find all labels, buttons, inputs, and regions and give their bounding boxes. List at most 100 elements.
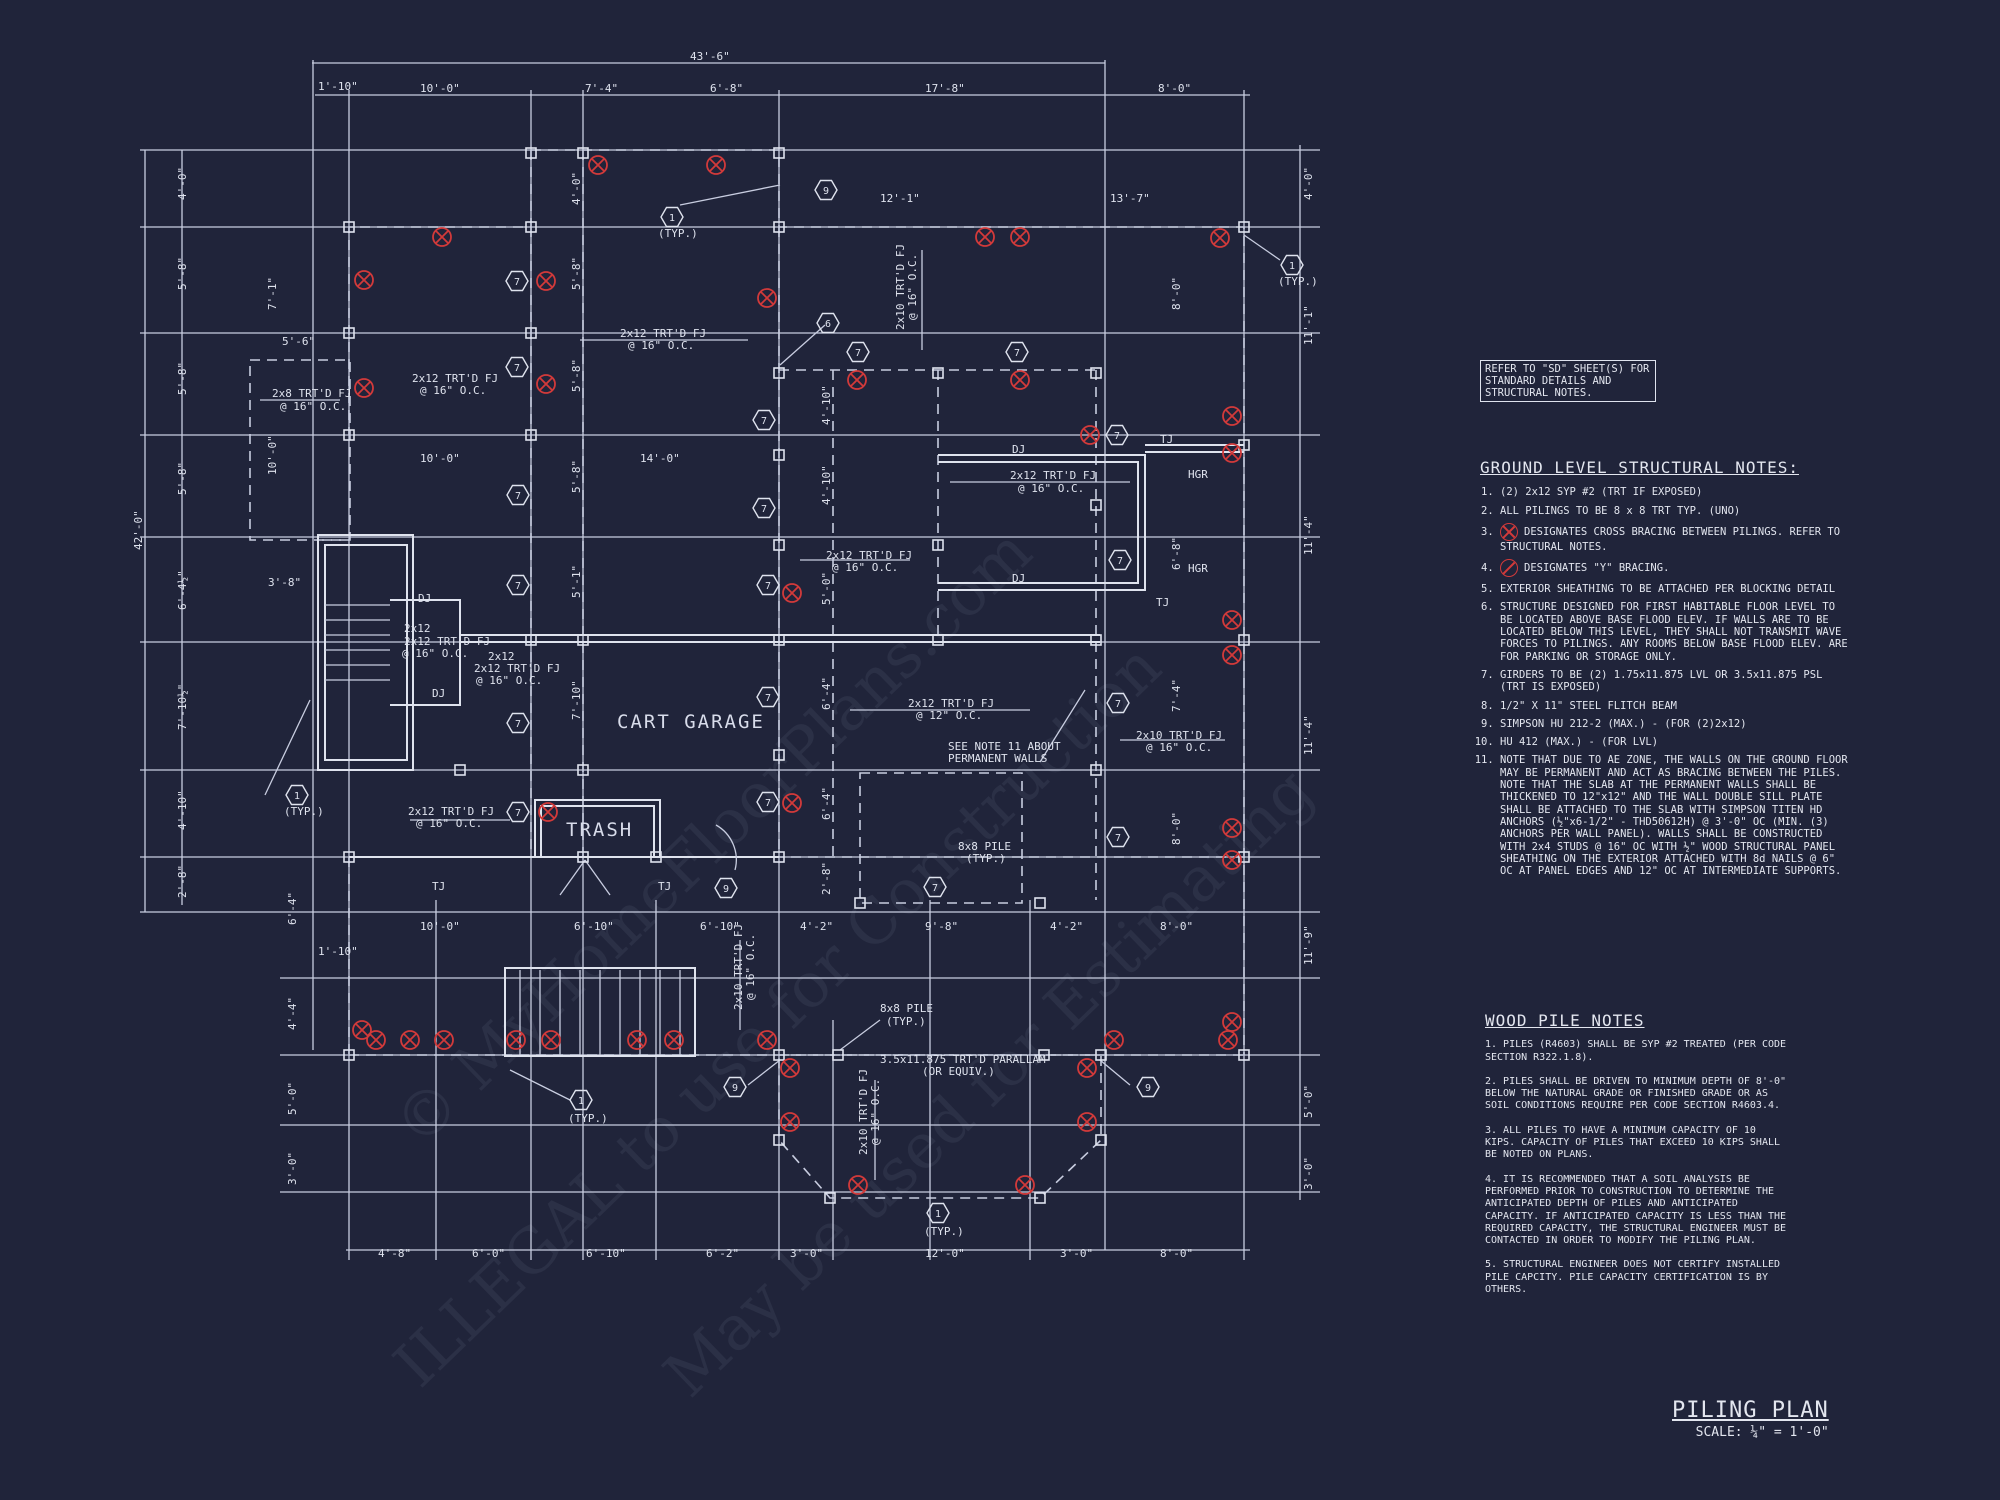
dim-bottom: 8'-0" bbox=[1160, 1247, 1193, 1260]
dim-interior: 8'-0" bbox=[1170, 812, 1183, 845]
pile-marker bbox=[932, 367, 944, 379]
pile-marker bbox=[343, 327, 355, 339]
svg-text:7: 7 bbox=[515, 719, 521, 730]
dim-right: 11'-1" bbox=[1302, 305, 1315, 345]
dim-interior: 6'-4" bbox=[820, 787, 833, 820]
detail-tag-hexagon: 7 bbox=[1106, 692, 1130, 714]
dim-left: 5'-8" bbox=[176, 362, 189, 395]
joist-label: 2x10 TRT'D FJ bbox=[894, 244, 907, 330]
pile-marker bbox=[525, 221, 537, 233]
dim-interior: 13'-7" bbox=[1110, 192, 1150, 205]
dim-top: 6'-8" bbox=[710, 82, 743, 95]
joist-spacing: @ 16" O.C. bbox=[420, 384, 486, 397]
dim-right: 11'-9" bbox=[1302, 925, 1315, 965]
dim-interior: 10'-0" bbox=[266, 435, 279, 475]
svg-text:7: 7 bbox=[765, 581, 771, 592]
dim-left: 2'-8" bbox=[176, 865, 189, 898]
pile-marker bbox=[773, 221, 785, 233]
joist-spacing: @ 16" O.C. bbox=[280, 400, 346, 413]
wood-pile-notes: WOOD PILE NOTES 1. PILES (R4603) SHALL B… bbox=[1485, 1012, 1790, 1308]
pile-marker bbox=[1034, 897, 1046, 909]
svg-text:1: 1 bbox=[578, 1096, 584, 1107]
pile-marker bbox=[932, 634, 944, 646]
typ-label: (TYP.) bbox=[284, 805, 324, 818]
dim-interior: 8'-0" bbox=[1170, 277, 1183, 310]
detail-tag-hexagon: 9 bbox=[714, 877, 738, 899]
dim-interior: 7'-1" bbox=[266, 277, 279, 310]
pile-marker bbox=[525, 429, 537, 441]
structural-note: 1/2" X 11" STEEL FLITCH BEAM bbox=[1500, 700, 1850, 712]
joist-label: 2x12 TRT'D FJ bbox=[1010, 469, 1096, 482]
detail-tag-hexagon: 7 bbox=[506, 712, 530, 734]
pile-note: 1. PILES (R4603) SHALL BE SYP #2 TREATED… bbox=[1485, 1039, 1787, 1063]
detail-tag-hexagon: 7 bbox=[923, 876, 947, 898]
svg-text:7: 7 bbox=[1014, 348, 1020, 359]
joist-label: 2x8 TRT'D FJ bbox=[272, 387, 351, 400]
dim-right: 4'-0" bbox=[1302, 167, 1315, 200]
detail-tag-hexagon: 1 bbox=[569, 1089, 593, 1111]
pile-marker bbox=[773, 1049, 785, 1061]
dim-left: 5'-8" bbox=[176, 462, 189, 495]
pile-marker bbox=[343, 851, 355, 863]
svg-text:9: 9 bbox=[732, 1083, 738, 1094]
dim-interior: 5'-8" bbox=[570, 460, 583, 493]
detail-tag-hexagon: 1 bbox=[285, 784, 309, 806]
pile-note: 5. STRUCTURAL ENGINEER DOES NOT CERTIFY … bbox=[1485, 1259, 1781, 1296]
cross-bracing-icon bbox=[1222, 443, 1242, 463]
detail-tag-hexagon: 7 bbox=[752, 409, 776, 431]
dim-interior: 4'-0" bbox=[570, 172, 583, 205]
svg-text:1: 1 bbox=[669, 213, 675, 224]
pile-marker bbox=[1090, 764, 1102, 776]
svg-text:7: 7 bbox=[514, 277, 520, 288]
cross-bracing-icon bbox=[1210, 228, 1230, 248]
joist-spacing: @ 16" O.C. bbox=[832, 561, 898, 574]
dim-interior: 4'-10" bbox=[820, 385, 833, 425]
dim-interior: 7'-4" bbox=[1170, 679, 1183, 712]
cross-bracing-icon bbox=[541, 1030, 561, 1050]
dim-right: 3'-0" bbox=[1302, 1157, 1315, 1190]
note-reference: PERMANENT WALLS bbox=[948, 752, 1047, 765]
cross-bracing-icon bbox=[1222, 406, 1242, 426]
joist-spacing: @ 16" O.C. bbox=[869, 1079, 882, 1145]
dim-interior: 10'-0" bbox=[420, 452, 460, 465]
cross-bracing-marks bbox=[352, 155, 1242, 1195]
pile-marker bbox=[773, 367, 785, 379]
joist-label: 2x12 TRT'D FJ bbox=[412, 372, 498, 385]
joist-label: 2x12 bbox=[404, 622, 431, 635]
pile-marker bbox=[1095, 1049, 1107, 1061]
structural-note: DESIGNATES "Y" BRACING. bbox=[1500, 559, 1850, 578]
structural-note: SIMPSON HU 212-2 (MAX.) - (FOR (2)2x12) bbox=[1500, 718, 1850, 730]
cross-bracing-icon bbox=[536, 271, 556, 291]
sheet-title-block: PILING PLAN SCALE: ¼" = 1'-0" bbox=[1672, 1398, 1829, 1440]
dim-interior: 1'-10" bbox=[318, 945, 358, 958]
cross-bracing-icon bbox=[536, 374, 556, 394]
y-bracing-symbol-icon bbox=[1500, 559, 1518, 578]
dim-left-overall: 42'-0" bbox=[132, 510, 145, 550]
detail-tag-hexagon: 7 bbox=[505, 356, 529, 378]
joist-label: 2x10 TRT'D FJ bbox=[732, 924, 745, 1010]
cross-bracing-icon bbox=[588, 155, 608, 175]
beam-label: 3.5x11.875 TRT'D PARALLAM bbox=[880, 1053, 1046, 1066]
detail-tag-hexagon: 7 bbox=[756, 574, 780, 596]
svg-text:9: 9 bbox=[823, 186, 829, 197]
joist-label: 2x10 TRT'D FJ bbox=[857, 1069, 870, 1155]
dim-top: 8'-0" bbox=[1158, 82, 1191, 95]
svg-text:7: 7 bbox=[515, 581, 521, 592]
dim-right: 11'-4" bbox=[1302, 715, 1315, 755]
cross-bracing-icon bbox=[354, 270, 374, 290]
typ-label: (TYP.) bbox=[966, 852, 1006, 865]
dim-bottom: 4'-8" bbox=[378, 1247, 411, 1260]
dim-left: 4'-4" bbox=[286, 997, 299, 1030]
tj-label: TJ bbox=[432, 880, 445, 893]
structural-note: (2) 2x12 SYP #2 (TRT IF EXPOSED) bbox=[1500, 486, 1850, 498]
dim-bottom: 12'-0" bbox=[925, 1247, 965, 1260]
detail-tag-hexagon: 7 bbox=[1106, 826, 1130, 848]
typ-label: (TYP.) bbox=[1278, 275, 1318, 288]
dim-interior: 9'-8" bbox=[925, 920, 958, 933]
stair-treads bbox=[325, 604, 390, 681]
cross-bracing-icon bbox=[366, 1030, 386, 1050]
dim-interior: 5'-8" bbox=[570, 257, 583, 290]
detail-tag-hexagon: 6 bbox=[816, 312, 840, 334]
joist-spacing: @ 16" O.C. bbox=[1146, 741, 1212, 754]
svg-text:1: 1 bbox=[1289, 261, 1295, 272]
